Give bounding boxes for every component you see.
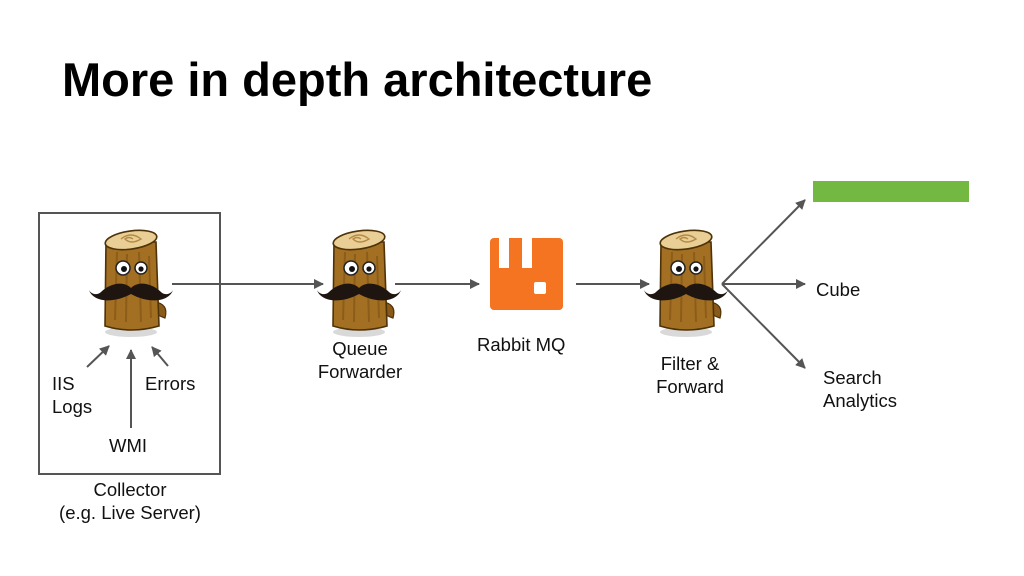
search-analytics-label: Search Analytics	[823, 367, 898, 411]
to-search-arrow	[721, 283, 806, 369]
rabbitmq-logo-icon	[490, 238, 563, 310]
collector-box	[38, 212, 221, 475]
wmi-label: WMI	[109, 435, 148, 456]
queue-forwarder-mascot-icon	[316, 226, 402, 338]
iis-logs-arrow	[86, 345, 110, 368]
slide-title: More in depth architecture	[62, 53, 653, 106]
collector-mascot-icon	[88, 226, 174, 338]
top-output-bar	[813, 181, 969, 202]
errors-arrow	[151, 346, 169, 367]
errors-label: Errors	[145, 373, 196, 394]
filter-forward-label: Filter & Forward	[656, 353, 724, 397]
queue-forwarder-label: Queue Forwarder	[317, 338, 403, 382]
to-top-output-arrow	[721, 199, 806, 285]
iis-logs-label: IIS Logs	[52, 373, 93, 417]
filter-forward-mascot-icon	[643, 226, 729, 338]
rabbitmq-label: Rabbit MQ	[477, 334, 566, 355]
collector-caption: Collector (e.g. Live Server)	[59, 479, 201, 523]
cube-label: Cube	[816, 279, 861, 300]
